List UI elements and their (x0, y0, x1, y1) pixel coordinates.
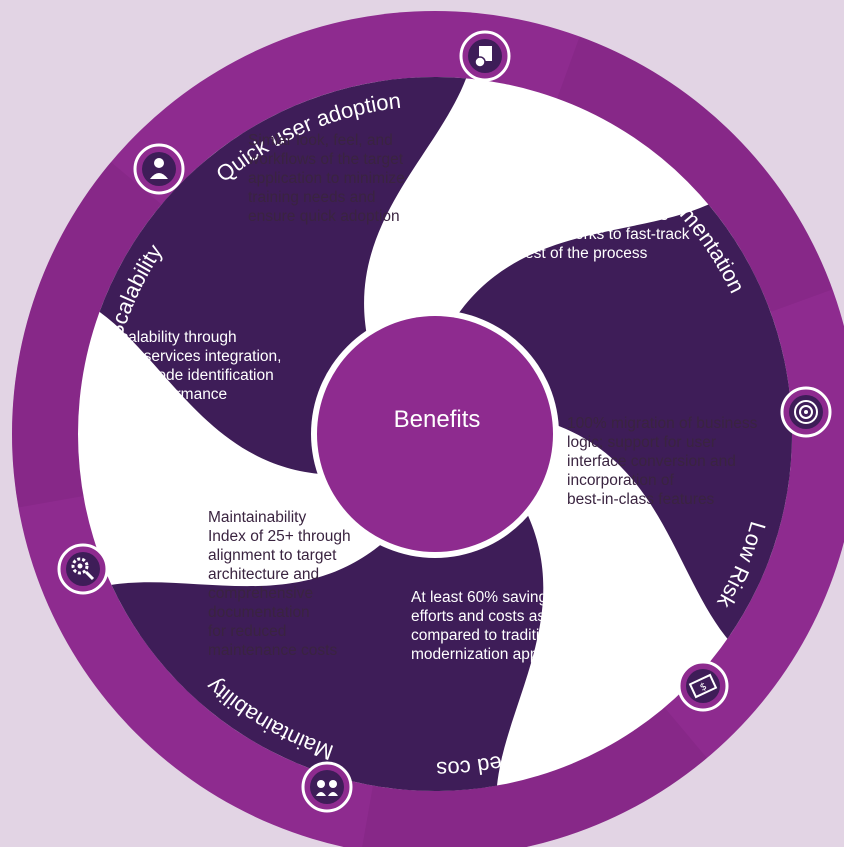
people-exchange-icon (301, 761, 353, 813)
text-line: documentation (208, 604, 310, 621)
text-line: for reduced (208, 623, 287, 640)
text-line: incorporation of (567, 472, 674, 489)
segment-text-performance-scalability: Scalability through web-services integra… (110, 328, 281, 423)
text-line: dead-code identification (110, 367, 274, 384)
text-line: Scalability through (110, 329, 237, 346)
text-line: alignment to target (208, 547, 337, 564)
text-line: architecture and (208, 566, 320, 583)
segment-text-reduced-costs: At least 60% savings in efforts and cost… (411, 588, 594, 664)
text-line: best-in-class features (567, 491, 715, 508)
gears-magnifier-icon (57, 543, 109, 595)
target-icon (780, 386, 832, 438)
text-line: algorithm converter; tools (494, 207, 669, 224)
text-line: of the modernization (494, 169, 635, 186)
petal-accelerated-implementation (455, 204, 792, 639)
text-line: compared to traditional (411, 627, 569, 644)
text-line: and frameworks to fast-track (494, 226, 690, 243)
documents-clock-icon (459, 30, 511, 82)
segment-text-maintainability: Maintainability Index of 25+ through ali… (208, 508, 351, 660)
text-line: process through smart (494, 188, 649, 205)
text-line: 100% migration of business (567, 415, 758, 432)
text-line: application to minimize (248, 170, 405, 187)
segment-text-quick-user-adoption: Simlar look, feel, and workflows of the … (248, 131, 405, 226)
text-line: engineering (110, 405, 192, 422)
text-line: the rest of the process (494, 245, 648, 262)
text-line: web-services integration, (110, 348, 282, 365)
text-line: comprehensive (208, 585, 314, 602)
text-line: logic; support for user (567, 434, 717, 451)
svg-text:$: $ (698, 681, 708, 694)
segment-text-low-risk: 100% migration of business logic; suppor… (567, 414, 757, 509)
text-line: Automation of 70% (494, 150, 625, 167)
text-line: Maintainability (208, 509, 307, 526)
text-line: modernization approaches (411, 646, 594, 663)
center-label: Benefits (393, 406, 481, 433)
segment-text-accelerated-implementation: Automation of 70% of the modernization p… (494, 149, 690, 263)
dollar-bill-icon: $ (677, 660, 729, 712)
petal-reduced-costs (111, 509, 544, 791)
text-line: At least 60% savings in (411, 589, 572, 606)
text-line: and performance (110, 386, 228, 403)
text-line: ensure quick adoption (248, 208, 400, 225)
text-line: efforts and costs as (411, 608, 546, 625)
text-line: workflows of the target (248, 151, 404, 168)
center-circle (317, 316, 553, 552)
petal-performance-scalability (99, 77, 467, 475)
text-line: maintenance costs (208, 642, 338, 659)
text-line: Index of 25+ through (208, 528, 351, 545)
text-line: interface conversion and (567, 453, 736, 470)
user-with-laptop-icon (133, 143, 185, 195)
text-line: Simlar look, feel, and (248, 132, 393, 149)
text-line: training needs and (248, 189, 376, 206)
